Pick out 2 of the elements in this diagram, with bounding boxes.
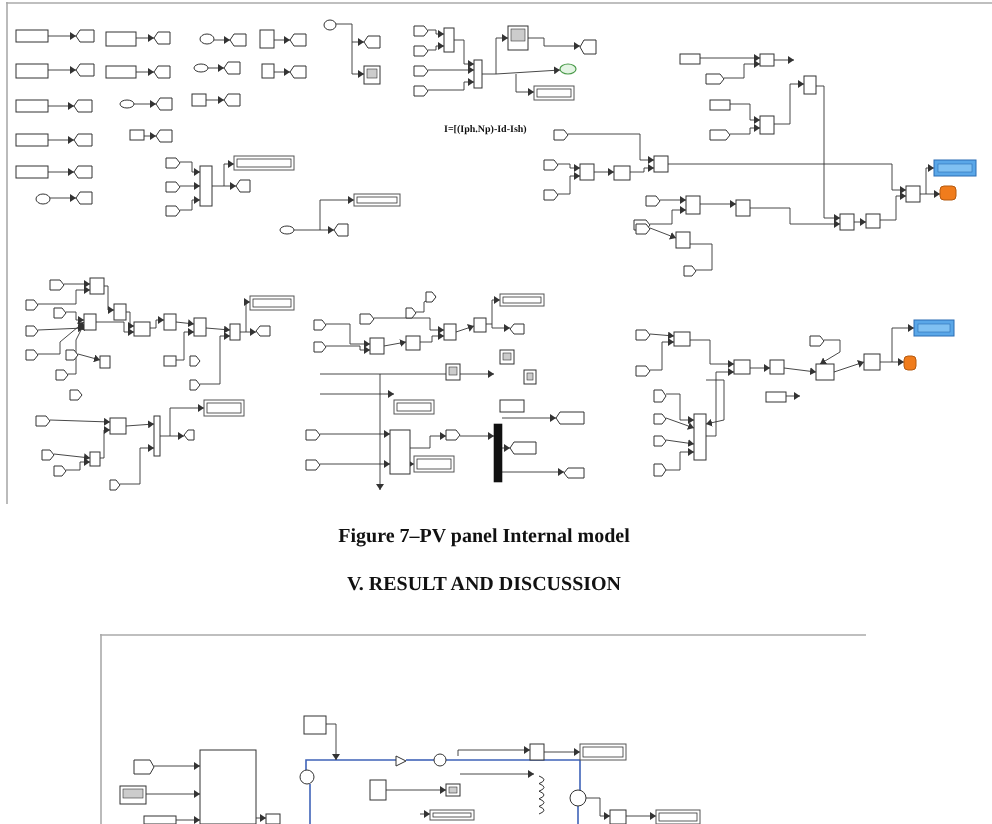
- section-heading: V. RESULT AND DISCUSSION: [344, 574, 624, 598]
- figure-caption: Figure 7–PV panel Internal model: [336, 526, 632, 550]
